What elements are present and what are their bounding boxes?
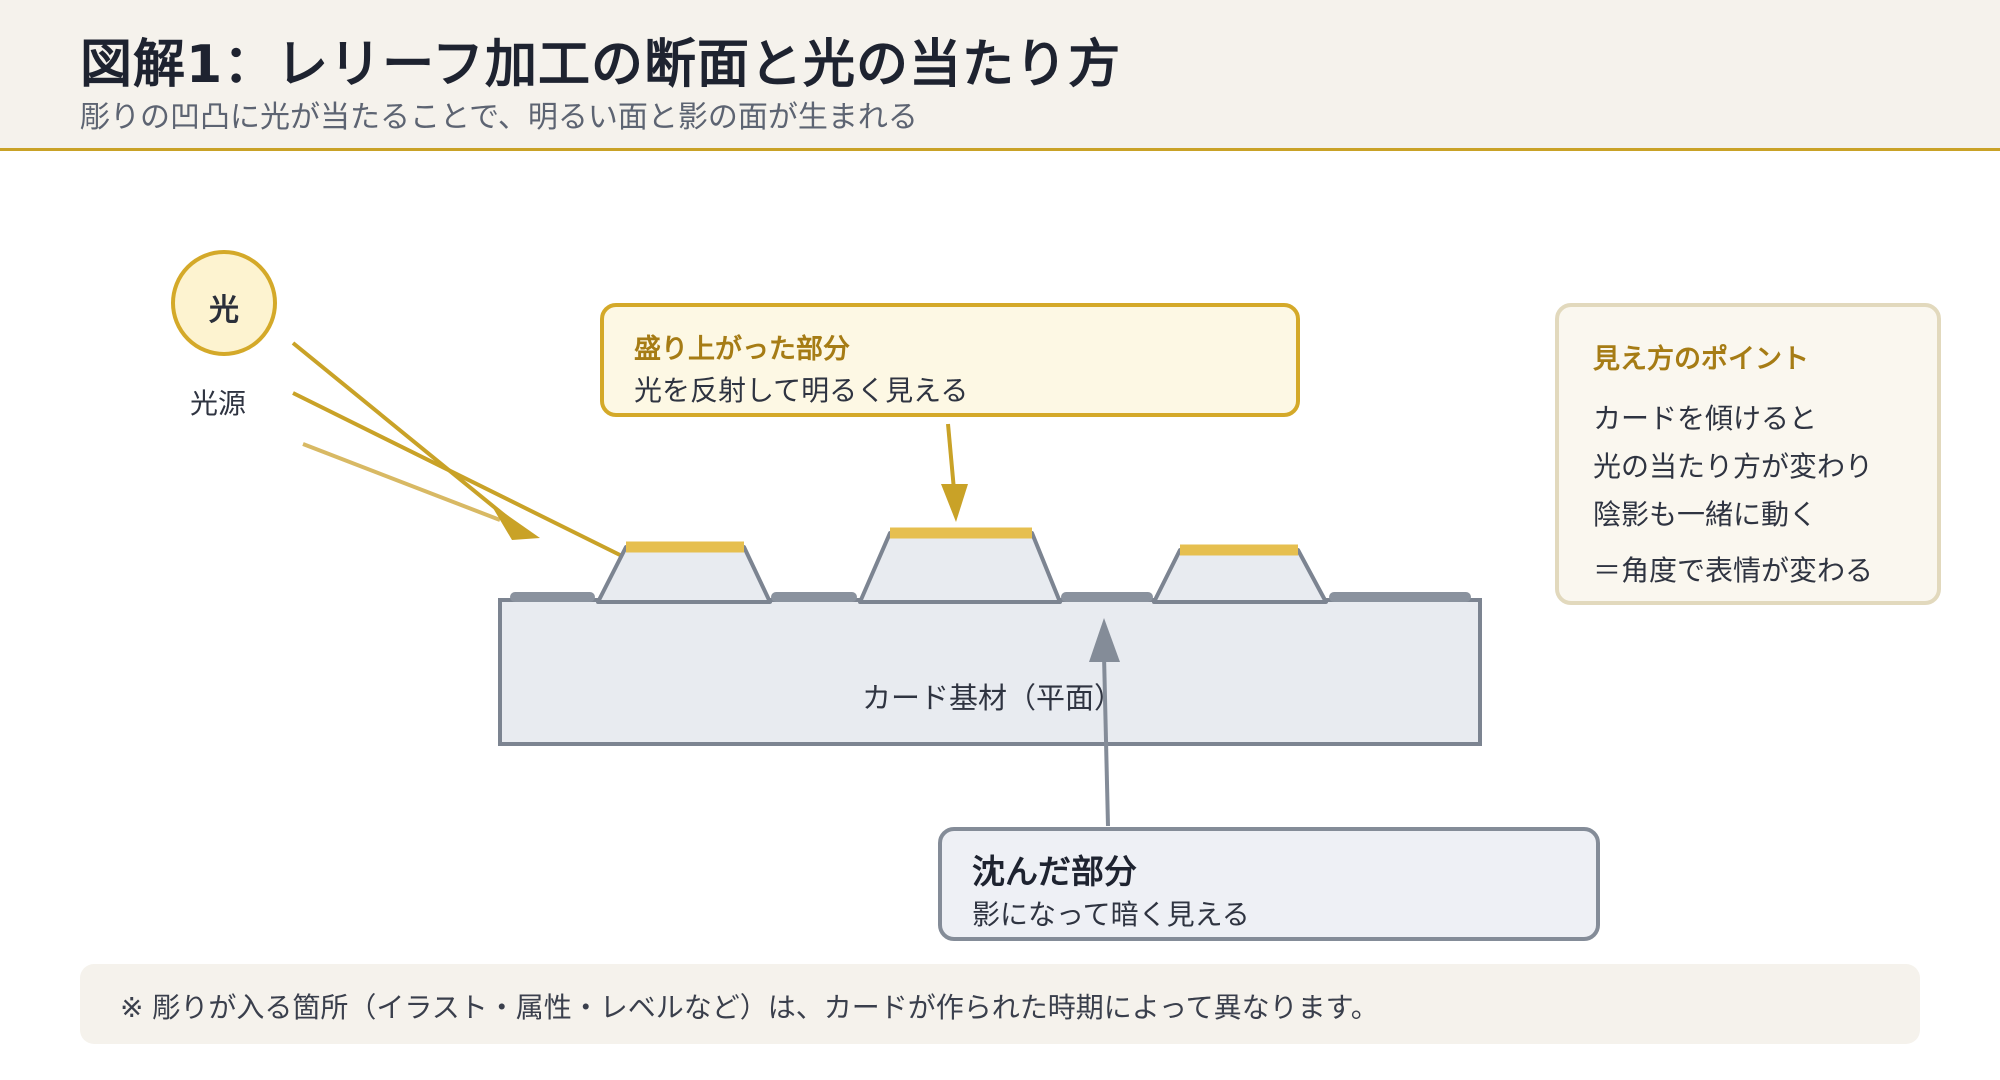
page-title: 図解1：レリーフ加工の断面と光の当たり方 [80,35,1122,95]
card-base [498,598,1482,746]
raised-callout: 盛り上がった部分 光を反射して明るく見える [600,303,1300,417]
viewing-point-line: 陰影も一緒に動く [1593,498,1818,531]
sunken-title: 沈んだ部分 [972,852,1137,891]
viewing-point-line: カードを傾けると [1593,402,1818,435]
light-symbol: 光 [209,293,239,328]
sunken-pointer-arrowhead [1089,618,1120,662]
relief-bump [858,531,1062,604]
sunken-description: 影になって暗く見える [972,898,1250,931]
page-subtitle: 彫りの凹凸に光が当たることで、明るい面と影の面が生まれる [80,100,918,135]
footnote-box: ※ 彫りが入る箇所（イラスト・属性・レベルなど）は、カードが作られた時期によって… [80,964,1920,1044]
relief-bump [596,545,772,604]
card-base-label: カード基材（平面） [862,681,1124,715]
light-ray [291,341,512,522]
raised-pointer-line [946,423,956,491]
viewing-points-title: 見え方のポイント [1593,344,1809,375]
light-ray-arrowhead [490,503,540,540]
sunken-callout: 沈んだ部分 影になって暗く見える [938,827,1600,941]
sunken-pointer-line [1102,654,1110,827]
light-source-label: 光源 [190,387,247,420]
header: 図解1：レリーフ加工の断面と光の当たり方 彫りの凹凸に光が当たることで、明るい面… [0,0,2000,151]
raised-pointer-arrowhead [941,484,968,522]
viewing-points-panel: 見え方のポイント カードを傾けると 光の当たり方が変わり 陰影も一緒に動く ＝角… [1555,303,1941,605]
light-ray [302,442,501,522]
raised-title: 盛り上がった部分 [634,334,850,365]
light-ray [292,391,623,558]
viewing-point-conclusion: ＝角度で表情が変わる [1593,554,1874,587]
raised-description: 光を反射して明るく見える [634,374,969,407]
light-source-circle [171,250,277,356]
relief-bump [1152,548,1328,604]
footnote-text: ※ 彫りが入る箇所（イラスト・属性・レベルなど）は、カードが作られた時期によって… [120,991,1379,1024]
viewing-point-line: 光の当たり方が変わり [1593,450,1874,483]
